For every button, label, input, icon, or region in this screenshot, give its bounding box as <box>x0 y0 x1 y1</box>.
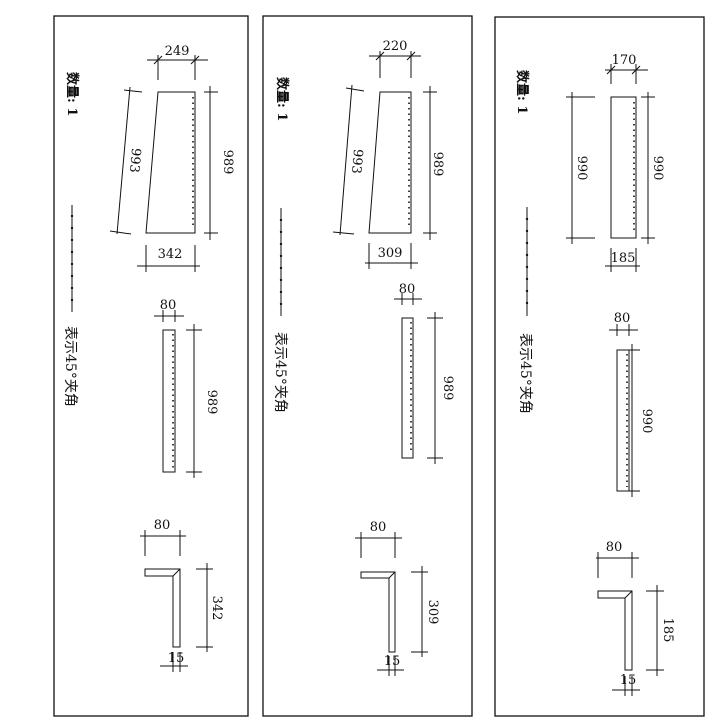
panel-3-quantity-label: 数量: 1 <box>514 70 530 114</box>
panel-1-legend-45deg-line <box>70 205 74 312</box>
panel-3-section-flange-width: 80 <box>606 540 623 555</box>
panel-1-legend-label: 表示45°夹角 <box>62 326 78 407</box>
panel-2-frame <box>262 15 473 717</box>
panel-1-section-thickness: 15 <box>168 651 185 666</box>
panel-2-section-thickness: 15 <box>384 654 401 669</box>
panel-1-frame <box>53 15 249 717</box>
panel-2-strip-piece <box>394 293 443 464</box>
panel-3-section-leg-length: 185 <box>660 618 675 643</box>
panel-2-legend-label: 表示45°夹角 <box>272 332 288 413</box>
panel-1-section-leg-length: 342 <box>209 596 224 621</box>
panel-1-l-section <box>140 530 213 672</box>
panel-2: 数量: 1 表示45°夹角 <box>262 15 473 717</box>
panel-3-legend-45deg-line <box>525 207 529 316</box>
panel-3-rect-side-length: 990 <box>574 156 589 181</box>
panel-1-quantity-label: 数量: 1 <box>64 72 80 116</box>
panel-2-trap-top-width: 220 <box>383 39 408 54</box>
panel-3-strip-piece <box>609 324 640 497</box>
panel-2-legend-45deg-line <box>279 208 283 316</box>
panel-1-strip-length: 989 <box>204 390 219 415</box>
panel-1-trapezoid-piece <box>109 55 218 272</box>
panel-2-l-section <box>355 532 428 676</box>
panel-1-trap-bottom-width: 342 <box>158 247 183 262</box>
panel-2-trap-bottom-width: 309 <box>378 246 403 261</box>
panel-3-rectangle-piece <box>566 64 655 272</box>
panel-3-rect-height: 990 <box>650 156 665 181</box>
panel-3-strip-length: 990 <box>639 409 654 434</box>
panel-1-strip-width: 80 <box>160 298 177 313</box>
panel-3-strip-width: 80 <box>614 311 631 326</box>
panel-2-section-flange-width: 80 <box>370 520 387 535</box>
panel-3-rect-top-width: 170 <box>612 53 637 68</box>
panel-3: 数量: 1 表示45°夹角 <box>494 16 705 717</box>
panel-2-trapezoid-piece <box>332 51 437 269</box>
panel-2-trap-side-length: 993 <box>348 148 365 174</box>
panel-1-trap-height: 989 <box>220 150 235 175</box>
panel-2-strip-length: 989 <box>440 376 455 401</box>
panel-2-quantity-label: 数量: 1 <box>274 77 290 121</box>
panel-3-section-thickness: 15 <box>620 673 637 688</box>
panel-3-rect-bottom-width: 185 <box>611 251 636 266</box>
panel-1-section-flange-width: 80 <box>154 518 171 533</box>
panel-3-l-section <box>596 552 664 696</box>
panel-3-legend-label: 表示45°夹角 <box>517 333 533 414</box>
panel-2-trap-height: 989 <box>430 152 445 177</box>
panel-3-frame <box>494 16 705 717</box>
panel-2-strip-width: 80 <box>399 282 416 297</box>
panel-1-trap-side-length: 993 <box>126 147 143 173</box>
panel-2-section-leg-length: 309 <box>425 600 440 625</box>
panel-1-trap-top-width: 249 <box>165 44 190 59</box>
panel-1-strip-piece <box>154 310 202 478</box>
panel-1: 数量: 1 表示45°夹角 <box>53 15 249 717</box>
